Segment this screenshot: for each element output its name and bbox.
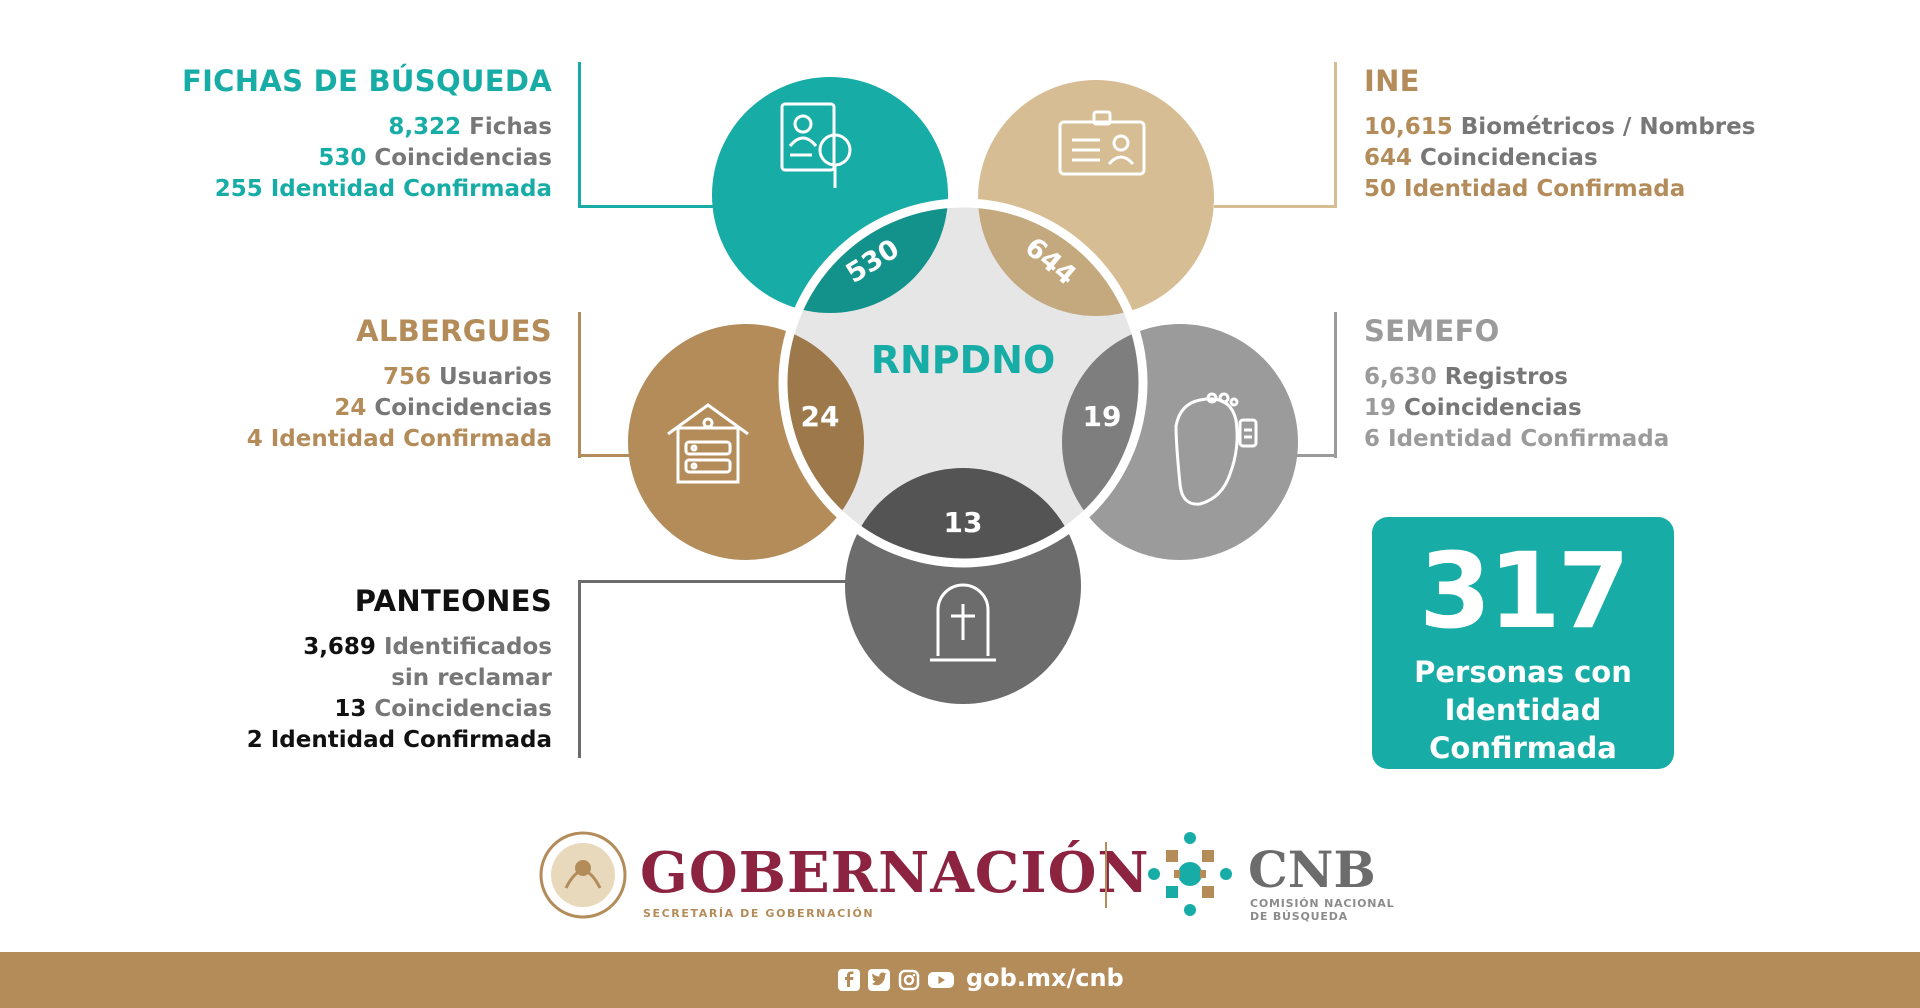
- twitter-icon[interactable]: [868, 969, 890, 991]
- fichas-hline: [578, 205, 714, 208]
- panteones-line1b: sin reclamar: [391, 665, 552, 691]
- total-box: 317 Personas con Identidad Confirmada: [1372, 517, 1674, 769]
- footer-url[interactable]: gob.mx/cnb: [966, 964, 1124, 992]
- fichas-line3: 255 Identidad Confirmada: [214, 176, 552, 202]
- albergues-hline: [578, 454, 630, 457]
- semefo-line3: 6 Identidad Confirmada: [1364, 426, 1670, 452]
- venn-diagram: 530 644 24 19 13 RNPDNO: [628, 77, 1298, 704]
- total-number: 317: [1418, 530, 1630, 652]
- albergues-block: ALBERGUES 756 Usuarios 24 Coincidencias …: [247, 314, 552, 455]
- albergues-vline: [578, 312, 581, 458]
- center-label: RNPDNO: [871, 338, 1056, 382]
- shelter-house-icon: [667, 403, 749, 484]
- semefo-line2: 19 Coincidencias: [1364, 395, 1582, 421]
- instagram-icon[interactable]: [898, 969, 920, 991]
- gobernacion-title: GOBERNACIÓN: [640, 840, 1150, 906]
- footer-bar: gob.mx/cnb: [0, 952, 1920, 1008]
- facebook-icon[interactable]: [838, 969, 860, 991]
- fichas-vline: [578, 62, 581, 208]
- ine-line3: 50 Identidad Confirmada: [1364, 176, 1686, 202]
- fichas-title: FICHAS DE BÚSQUEDA: [181, 64, 552, 98]
- id-card-icon: [1058, 110, 1146, 176]
- cnb-logo-icon: [1148, 832, 1232, 916]
- panteones-title: PANTEONES: [354, 584, 552, 618]
- ine-line1: 10,615 Biométricos / Nombres: [1364, 114, 1756, 140]
- ine-hline: [1214, 205, 1336, 208]
- albergues-line1: 756 Usuarios: [382, 364, 552, 390]
- ine-title: INE: [1364, 64, 1420, 98]
- total-label: Personas con Identidad Confirmada: [1414, 655, 1632, 765]
- tombstone-icon: [930, 583, 996, 662]
- cnb-title: CNB: [1248, 840, 1376, 899]
- panteones-line3: 2 Identidad Confirmada: [246, 727, 552, 753]
- semefo-title: SEMEFO: [1364, 314, 1500, 348]
- seal-icon: [539, 831, 627, 919]
- youtube-icon[interactable]: [928, 969, 954, 991]
- cnb-subtitle: COMISIÓN NACIONAL DE BÚSQUEDA: [1250, 897, 1395, 923]
- search-record-icon: [780, 102, 852, 188]
- ine-line2: 644 Coincidencias: [1364, 145, 1598, 171]
- overlap-albergues: 24: [801, 400, 840, 433]
- logo-divider: [1105, 842, 1107, 908]
- ine-vline: [1334, 62, 1337, 208]
- panteones-line2: 13 Coincidencias: [334, 696, 552, 722]
- overlap-panteones: 13: [944, 506, 983, 539]
- albergues-line3: 4 Identidad Confirmada: [246, 426, 552, 452]
- panteones-hline: [578, 580, 850, 583]
- foot-tag-icon: [1174, 392, 1258, 506]
- logo-area: GOBERNACIÓN SECRETARÍA DE GOBERNACIÓN CN…: [0, 820, 1920, 930]
- semefo-vline: [1334, 312, 1337, 458]
- semefo-line1: 6,630 Registros: [1364, 364, 1568, 390]
- fichas-block: FICHAS DE BÚSQUEDA 8,322 Fichas 530 Coin…: [182, 64, 552, 205]
- gobernacion-subtitle: SECRETARÍA DE GOBERNACIÓN: [643, 907, 875, 920]
- semefo-hline: [1296, 454, 1336, 457]
- panteones-line1: 3,689 Identificados: [303, 634, 552, 660]
- albergues-title: ALBERGUES: [356, 314, 552, 348]
- fichas-line2: 530 Coincidencias: [318, 145, 552, 171]
- overlap-semefo: 19: [1083, 400, 1122, 433]
- albergues-line2: 24 Coincidencias: [334, 395, 552, 421]
- semefo-block: SEMEFO 6,630 Registros 19 Coincidencias …: [1364, 314, 1669, 455]
- ine-block: INE 10,615 Biométricos / Nombres 644 Coi…: [1364, 64, 1755, 205]
- panteones-block: PANTEONES 3,689 Identificados sin reclam…: [247, 584, 552, 756]
- fichas-line1: 8,322 Fichas: [388, 114, 552, 140]
- panteones-vline: [578, 580, 581, 758]
